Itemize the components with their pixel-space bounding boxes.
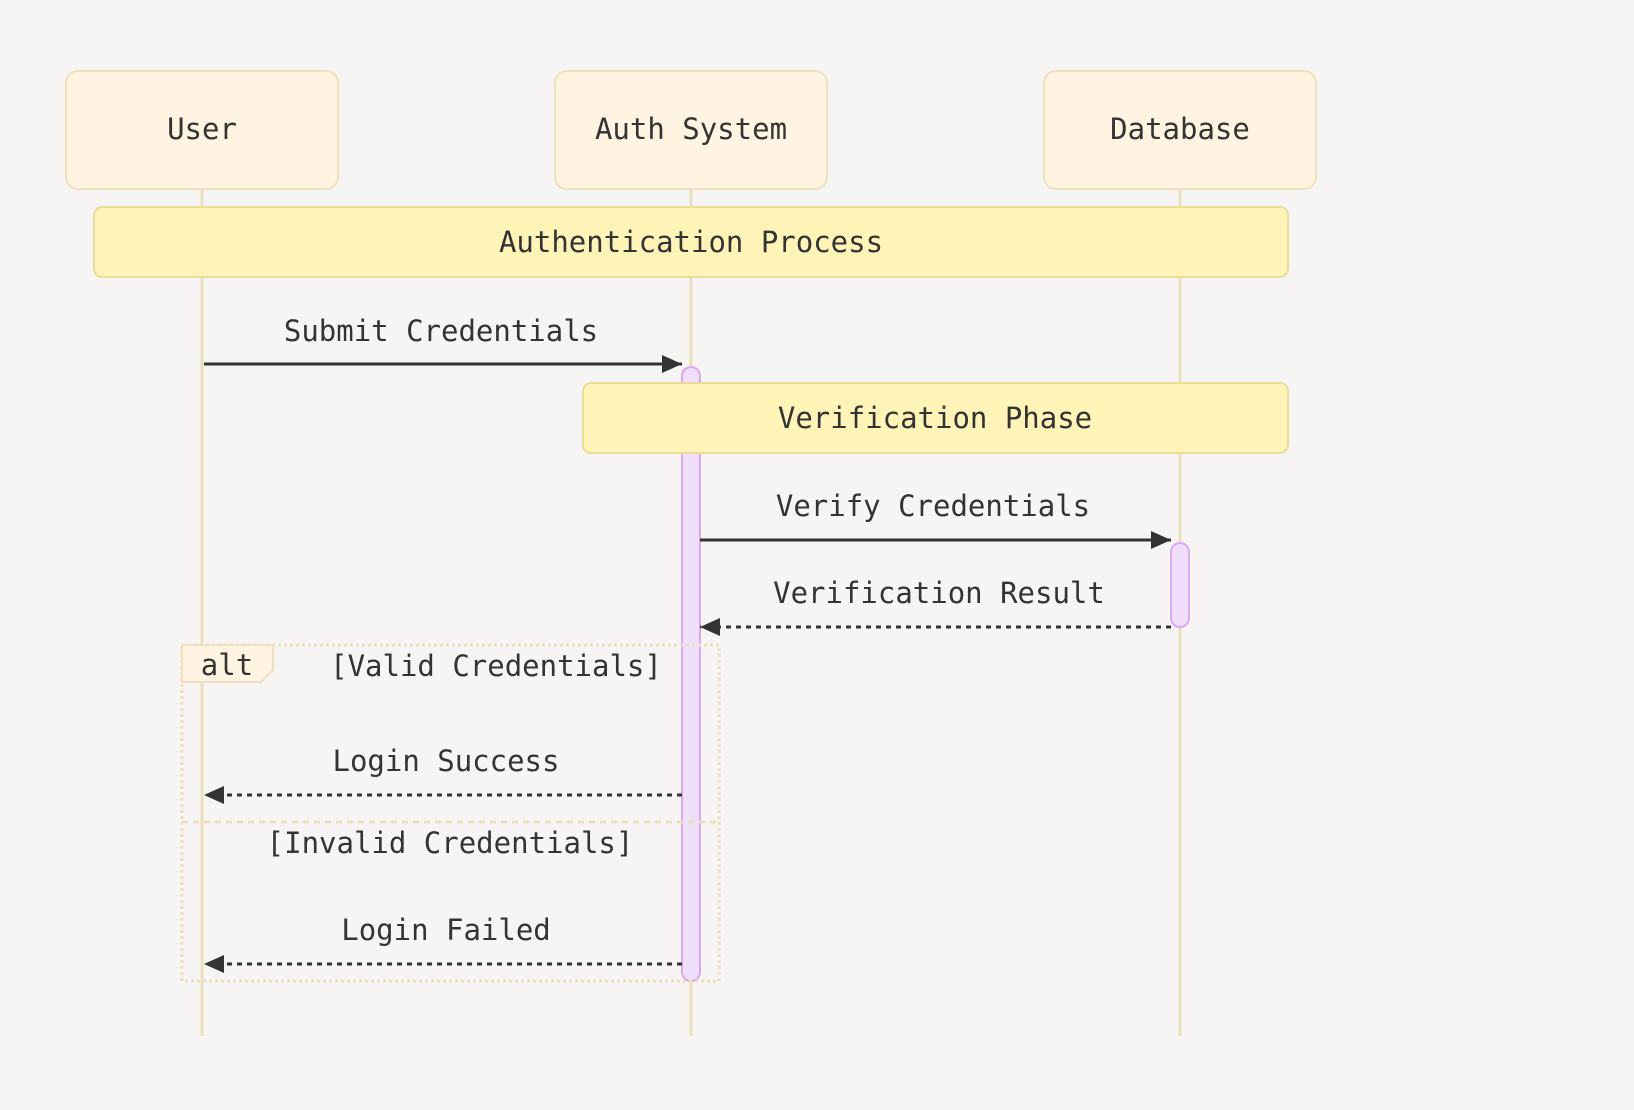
message-verification-result[interactable]: Verification Result	[700, 576, 1171, 636]
alt-fragment-tab	[181, 644, 274, 683]
message-login-success[interactable]: Login Success	[204, 744, 682, 804]
note-authentication-process[interactable]: Authentication Process	[93, 206, 1289, 278]
message-label: Verification Result	[773, 576, 1105, 610]
note-label: Verification Phase	[778, 401, 1092, 435]
activation-database	[1170, 542, 1190, 628]
alt-condition-invalid: [Invalid Credentials]	[267, 826, 634, 860]
alt-fragment-frame	[180, 643, 721, 983]
alt-fragment[interactable]: alt [Valid Credentials] [Invalid Credent…	[180, 643, 721, 983]
message-login-failed[interactable]: Login Failed	[204, 913, 682, 973]
participant-label: Database	[1110, 112, 1250, 146]
participant-auth-system[interactable]: Auth System	[554, 70, 828, 190]
message-label: Login Success	[333, 744, 560, 778]
participant-database[interactable]: Database	[1043, 70, 1317, 190]
note-verification-phase[interactable]: Verification Phase	[582, 382, 1289, 454]
message-verify-credentials[interactable]: Verify Credentials	[700, 489, 1171, 549]
participant-label: User	[167, 112, 237, 146]
footer-band	[0, 1088, 1634, 1110]
message-label: Login Failed	[341, 913, 551, 947]
participant-label: Auth System	[595, 112, 787, 146]
participant-user[interactable]: User	[65, 70, 339, 190]
alt-fragment-label: alt	[201, 648, 253, 682]
activation-auth-system	[681, 366, 701, 982]
message-label: Submit Credentials	[284, 314, 598, 348]
alt-condition-valid: [Valid Credentials]	[330, 649, 662, 683]
note-label: Authentication Process	[499, 225, 883, 259]
message-submit-credentials[interactable]: Submit Credentials	[204, 314, 682, 373]
message-label: Verify Credentials	[776, 489, 1090, 523]
